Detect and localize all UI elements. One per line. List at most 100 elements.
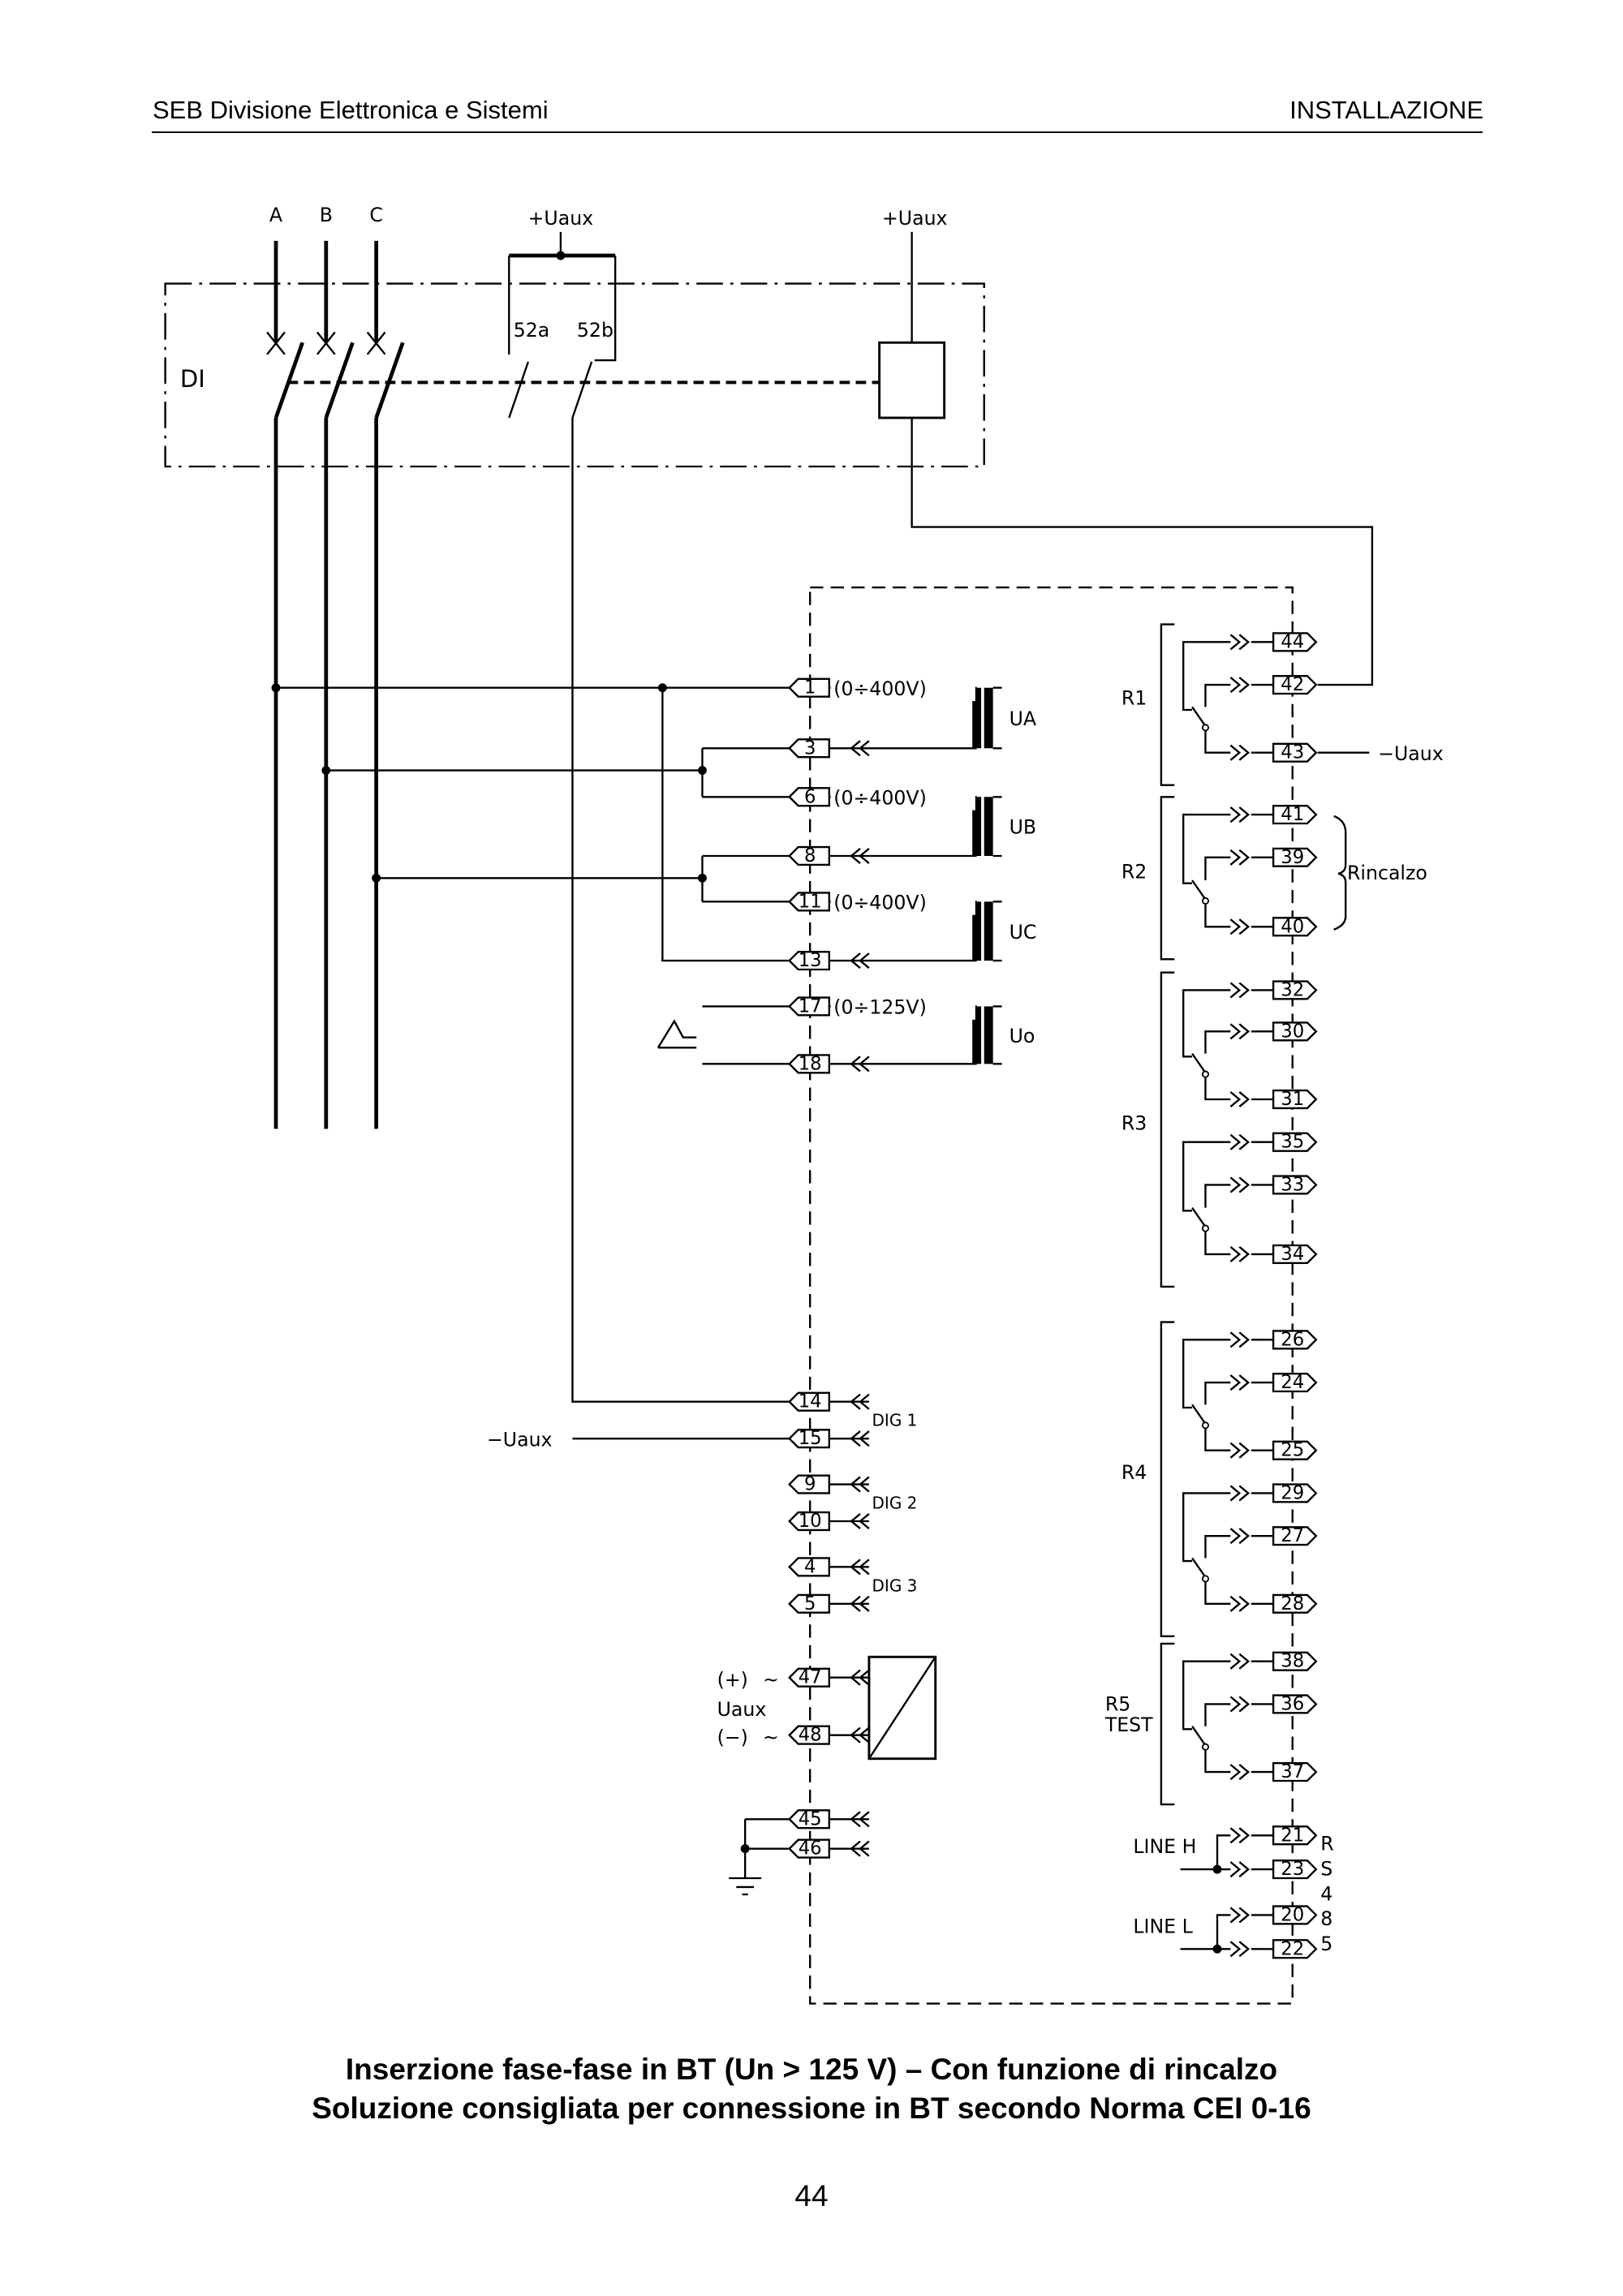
connector-icon — [1229, 1653, 1251, 1670]
terminal-34: 34 — [1229, 1244, 1318, 1265]
phase-label-c: C — [369, 204, 383, 226]
vt-label: UA — [1010, 707, 1036, 730]
connector-icon — [850, 1056, 870, 1073]
relay-contact — [1191, 879, 1207, 901]
breaker-blade-a — [273, 342, 304, 419]
terminal-number: 39 — [1281, 847, 1304, 868]
terminal-29: 29 — [1229, 1482, 1318, 1503]
header-rule — [152, 131, 1483, 133]
rs485-label-char: 5 — [1320, 1933, 1332, 1955]
supply-label: Uaux — [717, 1698, 767, 1721]
phase-conductors — [266, 240, 405, 1129]
terminal-number: 41 — [1281, 804, 1304, 825]
connector-icon — [1229, 1331, 1251, 1348]
rincalzo-label: Rincalzo — [1347, 862, 1427, 884]
aux-supply-label: +Uaux — [528, 207, 594, 230]
connector-icon — [850, 1595, 870, 1612]
terminal-24: 24 — [1229, 1372, 1318, 1393]
digital-input-label: DIG 3 — [872, 1576, 918, 1595]
breaker-label: DI — [180, 365, 205, 393]
vt-label: Uo — [1010, 1025, 1035, 1047]
vt-core-icon — [972, 797, 982, 856]
range-label: (0÷400V) — [833, 891, 927, 914]
terminal-43: 43 — [1229, 742, 1318, 763]
terminal-30: 30 — [1229, 1021, 1318, 1042]
terminal-number: 36 — [1281, 1693, 1304, 1714]
terminal-number: 14 — [799, 1391, 822, 1412]
connector-icon — [850, 740, 870, 757]
connector-icon — [1229, 1861, 1251, 1878]
relay-contact — [1191, 1726, 1207, 1747]
connector-icon — [1229, 1941, 1251, 1958]
terminal-22: 22 — [1229, 1938, 1318, 1959]
terminal-26: 26 — [1229, 1329, 1318, 1350]
terminal-45: 45 — [788, 1808, 870, 1829]
terminal-47: 47 — [788, 1667, 870, 1688]
wire-coil-to-42 — [911, 418, 1374, 686]
trip-coil-box — [878, 341, 946, 419]
connector-icon — [850, 952, 870, 970]
terminal-39: 39 — [1229, 847, 1318, 868]
terminal-13: 13 — [788, 950, 870, 971]
terminal-3: 3 — [788, 737, 870, 759]
connector-icon — [1229, 1764, 1251, 1781]
connector-icon — [1229, 1827, 1251, 1844]
terminal-4: 4 — [788, 1556, 870, 1577]
line-h-label: LINE H — [1133, 1835, 1196, 1858]
supply-minus-tilde: ~ — [763, 1726, 779, 1749]
connector-icon — [850, 1513, 870, 1529]
terminal-number: 9 — [804, 1474, 816, 1495]
line-l-label: LINE L — [1133, 1915, 1193, 1937]
terminal-9: 9 — [788, 1474, 870, 1495]
terminal-number: 35 — [1281, 1132, 1304, 1153]
terminal-number: 26 — [1281, 1329, 1304, 1350]
terminal-number: 28 — [1281, 1593, 1304, 1615]
connector-icon — [850, 848, 870, 864]
vt-core-icon — [972, 687, 982, 749]
junction-dot — [556, 251, 566, 260]
terminal-number: 37 — [1281, 1761, 1304, 1782]
vt-core-icon — [972, 901, 982, 961]
contact-52b-label: 52b — [577, 319, 613, 342]
phase-label-a: A — [269, 204, 282, 226]
terminal-number: 23 — [1281, 1859, 1304, 1880]
terminal-number: 32 — [1281, 979, 1304, 1000]
connector-icon — [850, 1811, 870, 1828]
breaker-enclosure — [164, 282, 985, 468]
connector-icon — [1229, 982, 1251, 999]
terminal-5: 5 — [788, 1593, 870, 1615]
relay-contact — [1191, 1206, 1207, 1228]
connector-icon — [1229, 1091, 1251, 1107]
terminal-number: 34 — [1281, 1244, 1304, 1265]
connector-icon — [850, 1726, 870, 1743]
terminal-35: 35 — [1229, 1132, 1318, 1153]
terminal-number: 46 — [799, 1838, 822, 1860]
contact-52a — [508, 361, 530, 419]
terminal-number: 6 — [804, 786, 816, 807]
relay-sublabel: TEST — [1104, 1713, 1153, 1736]
phase-label-b: B — [320, 204, 333, 226]
page-number: 44 — [794, 2179, 829, 2212]
connector-icon — [1229, 918, 1251, 935]
terminal-21: 21 — [1229, 1825, 1318, 1846]
relay-label: R3 — [1121, 1111, 1147, 1134]
rs485-label-char: S — [1320, 1857, 1332, 1880]
terminal-number: 20 — [1281, 1904, 1304, 1925]
relay-label: R1 — [1121, 687, 1147, 710]
trip-coil — [878, 231, 1374, 686]
connector-icon — [1229, 634, 1251, 651]
relay-bracket — [1160, 796, 1175, 961]
connector-icon — [1229, 1176, 1251, 1193]
connector-icon — [1229, 1442, 1251, 1459]
connector-icon — [1229, 1696, 1251, 1713]
terminal-number: 5 — [804, 1593, 816, 1615]
connector-icon — [850, 1430, 870, 1447]
connector-icon — [850, 1669, 870, 1686]
connector-icon — [850, 1393, 870, 1410]
range-label: (0÷400V) — [833, 786, 927, 809]
contact-52a-label: 52a — [514, 319, 550, 342]
relay-bracket — [1160, 623, 1175, 786]
connector-icon — [850, 1476, 870, 1493]
voltage-wiring — [271, 683, 790, 1065]
